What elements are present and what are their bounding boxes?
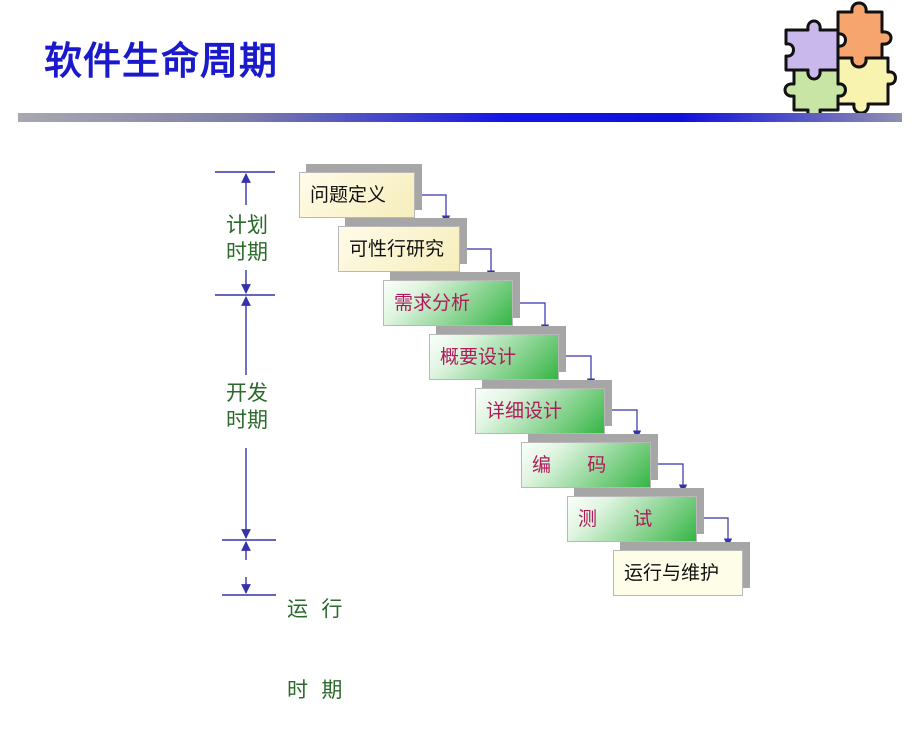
phase-label-plan-line2: 时期: [226, 240, 268, 264]
phase-label-dev-line2: 时期: [226, 408, 268, 432]
step-detailed-design: 详细设计: [475, 388, 605, 434]
step-operation-maintenance: 运行与维护: [613, 550, 743, 596]
title-divider: [18, 113, 902, 122]
step-coding: 编 码: [521, 442, 651, 488]
step-feasibility-study: 可性行研究: [338, 226, 460, 272]
step-testing: 测 试: [567, 496, 697, 542]
page-title: 软件生命周期: [44, 39, 279, 83]
step-problem-definition: 问题定义: [299, 172, 415, 218]
step-high-level-design: 概要设计: [429, 334, 559, 380]
phase-bracket: [215, 171, 733, 596]
puzzle-pieces-icon: [783, 1, 897, 121]
phase-label-dev-line1: 开发: [226, 381, 268, 405]
phase-label-run-line1: 运 行: [287, 597, 343, 621]
phase-label-plan: 计划 时期: [226, 212, 268, 266]
phase-label-run: 运 行 时 期: [287, 542, 342, 731]
step-requirements-analysis: 需求分析: [383, 280, 513, 326]
phase-label-run-line2: 时 期: [287, 678, 343, 702]
phase-label-dev: 开发 时期: [226, 380, 268, 434]
phase-label-plan-line1: 计划: [226, 213, 268, 237]
